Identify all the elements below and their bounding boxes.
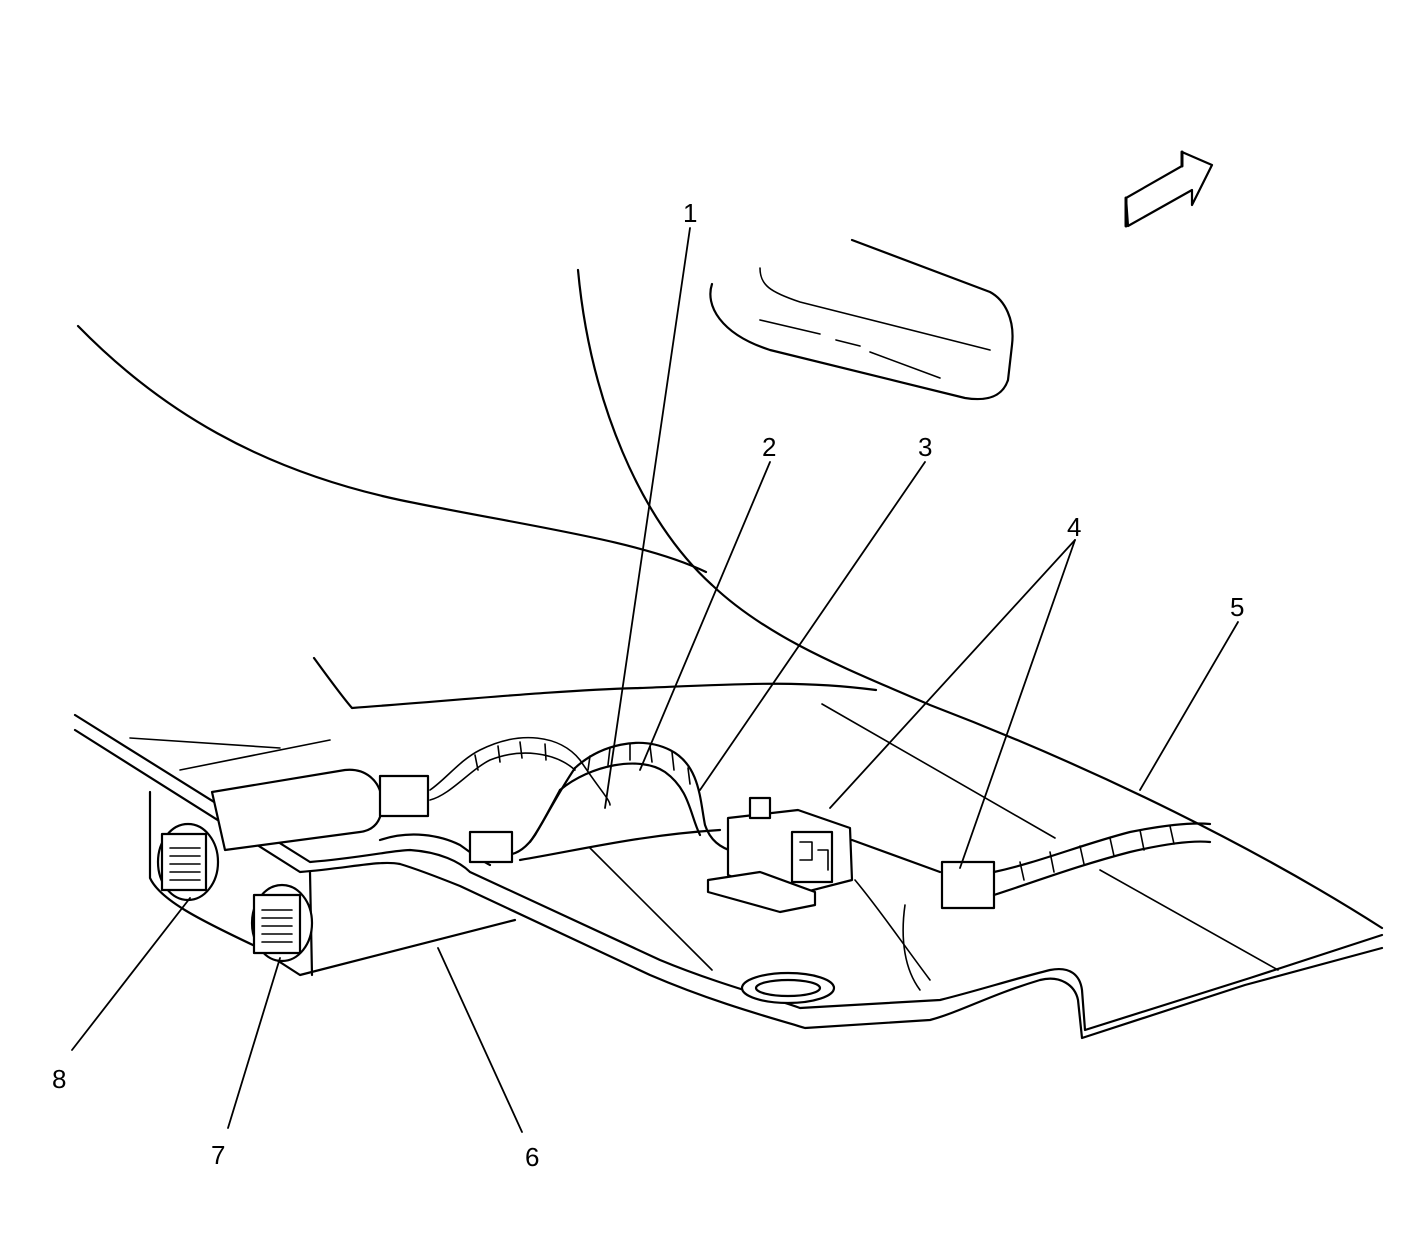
callout-6: 6 (525, 1142, 539, 1172)
connector-8 (156, 822, 220, 902)
connector-7 (250, 883, 314, 963)
callout-8: 8 (52, 1064, 66, 1094)
wiring-harness (210, 736, 737, 867)
callout-7: 7 (211, 1140, 225, 1170)
callout-3: 3 (918, 432, 932, 462)
connector-4 (706, 796, 942, 914)
callout-5: 5 (1230, 592, 1244, 622)
floor-panel (73, 703, 1384, 1040)
callout-2: 2 (762, 432, 776, 462)
vehicle-body-outline (76, 238, 1384, 930)
callout-4: 4 (1067, 512, 1081, 542)
forward-arrow-icon (1124, 150, 1214, 228)
leader-lines (71, 227, 1239, 1133)
callout-1: 1 (683, 198, 697, 228)
harness-connector-right (940, 822, 1212, 910)
callout-labels: 1 2 3 4 5 6 7 8 (52, 198, 1244, 1172)
